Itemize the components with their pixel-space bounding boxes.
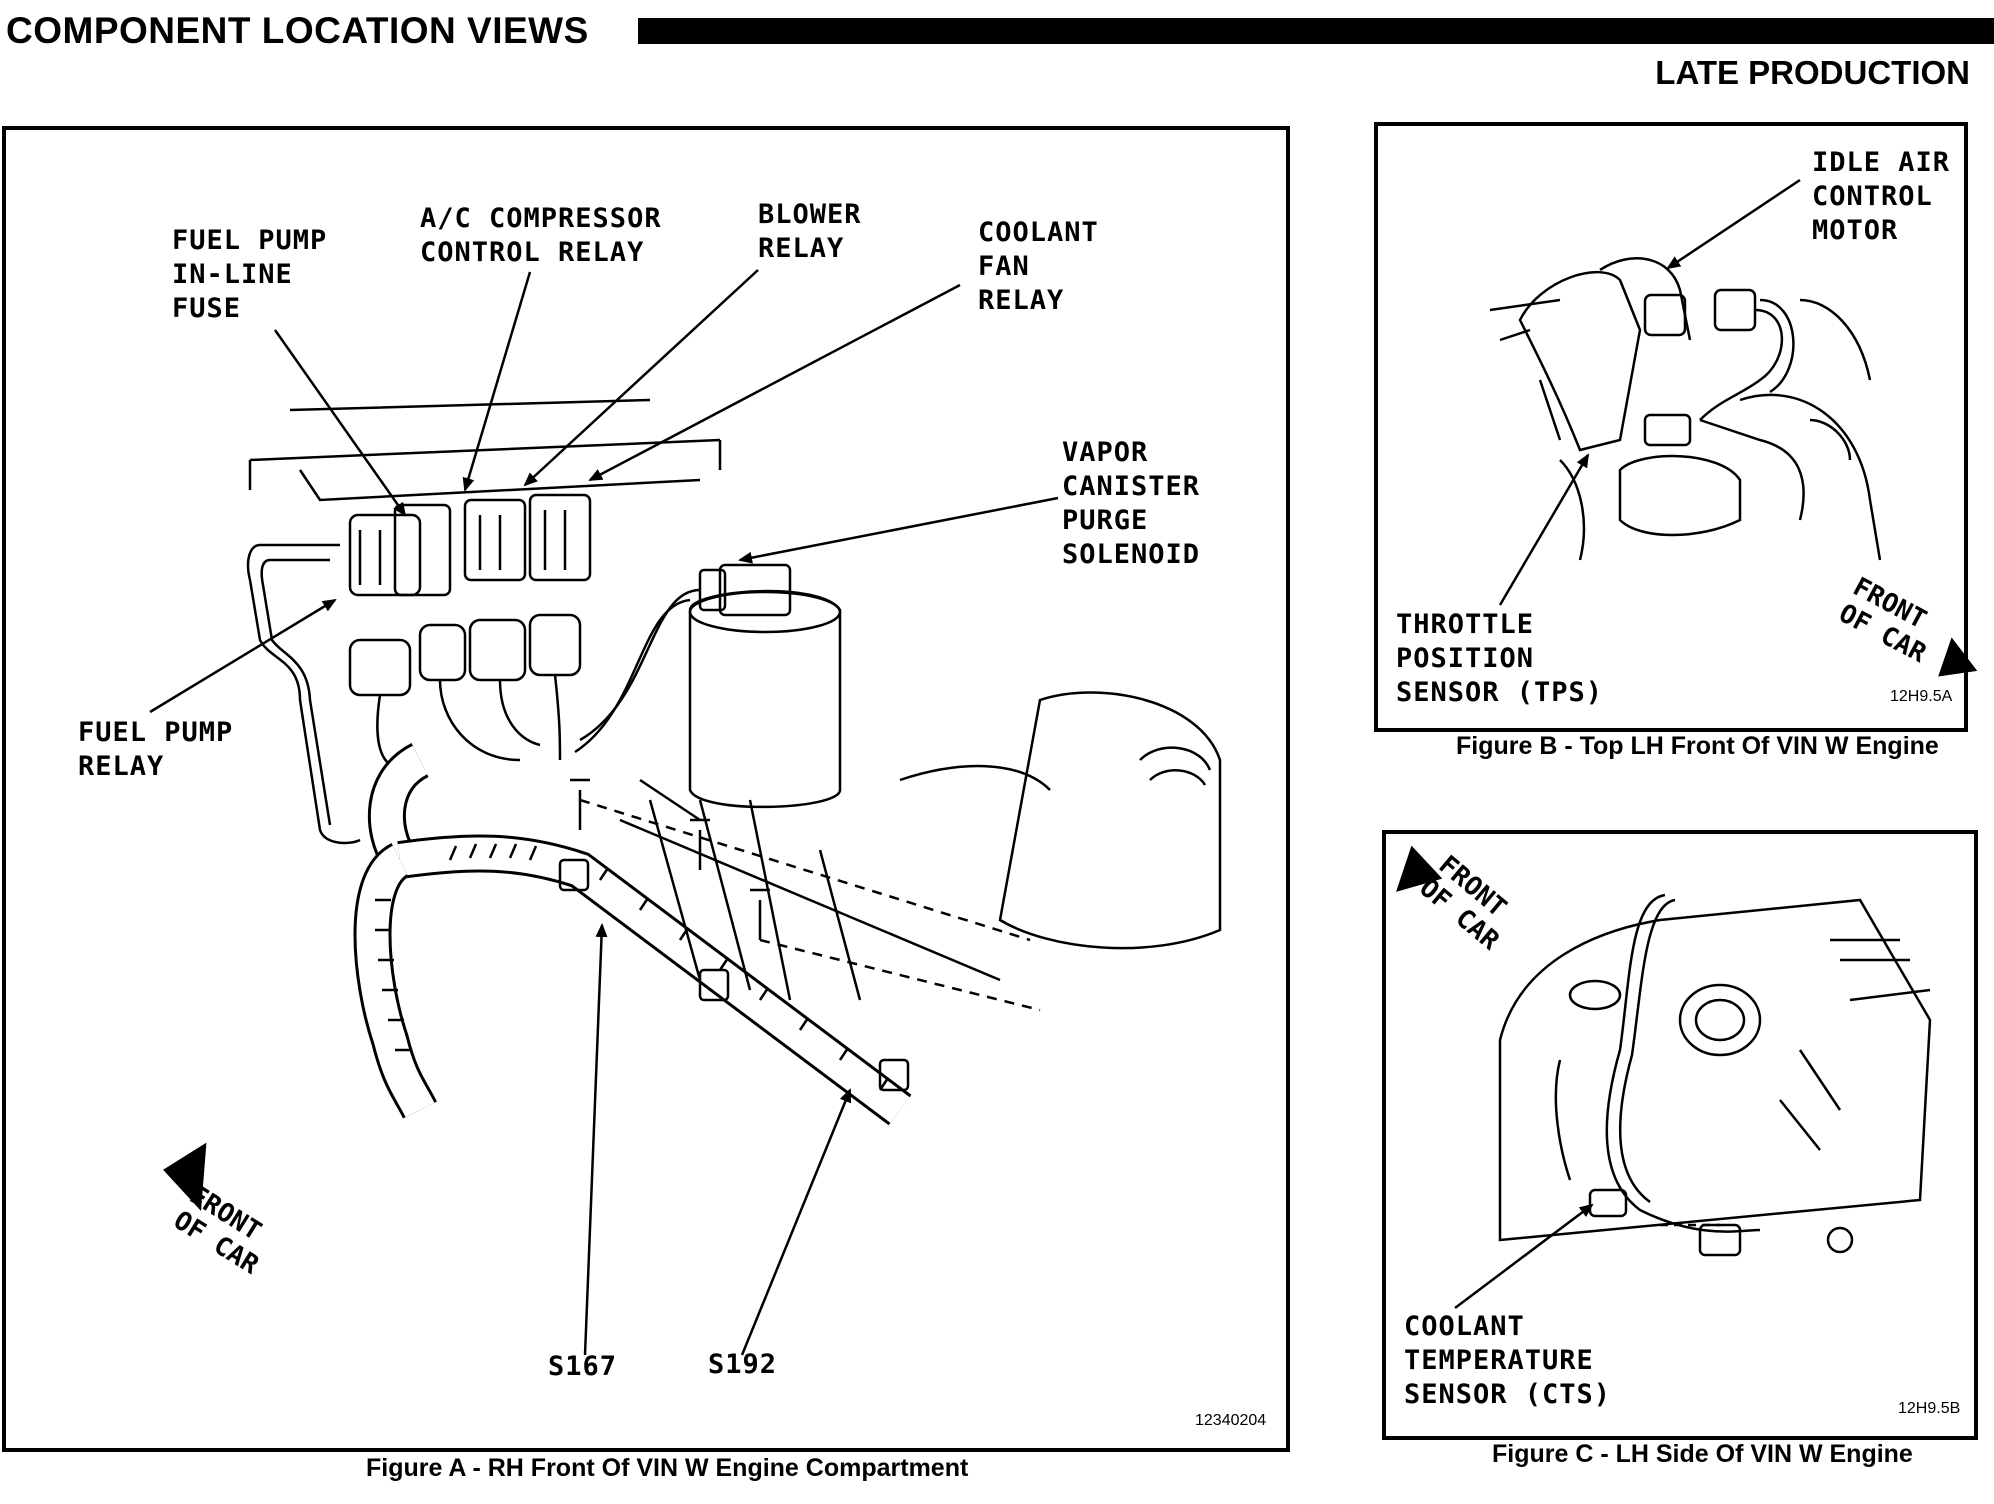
page-title: COMPONENT LOCATION VIEWS <box>6 10 589 51</box>
figure-c-drawing <box>1396 845 1932 1309</box>
page-subtitle: LATE PRODUCTION <box>1655 54 1970 91</box>
header-rule <box>638 18 1994 44</box>
figure-a-drawing <box>149 269 1222 1356</box>
figure-a-caption: Figure A - RH Front Of VIN W Engine Comp… <box>366 1454 969 1482</box>
label-idle-air-control-motor: IDLE AIR CONTROL MOTOR <box>1812 147 1951 246</box>
figure-b-code: 12H9.5A <box>1890 688 1953 705</box>
label-fuel-pump-relay: FUEL PUMP RELAY <box>78 717 234 782</box>
label-s192: S192 <box>708 1349 778 1380</box>
label-fuel-pump-fuse: FUEL PUMP IN-LINE FUSE <box>172 225 328 324</box>
label-coolant-fan-relay: COOLANT FAN RELAY <box>978 217 1099 316</box>
figure-b-drawing <box>1489 178 1978 677</box>
label-throttle-position-sensor: THROTTLE POSITION SENSOR (TPS) <box>1396 609 1604 708</box>
figure-b-panel <box>1374 122 1968 732</box>
label-blower-relay: BLOWER RELAY <box>758 199 862 264</box>
figure-a-panel <box>2 126 1290 1452</box>
label-coolant-temperature-sensor: COOLANT TEMPERATURE SENSOR (CTS) <box>1404 1311 1612 1410</box>
label-s167: S167 <box>548 1351 618 1382</box>
figure-c-caption: Figure C - LH Side Of VIN W Engine <box>1492 1440 1913 1468</box>
label-ac-compressor-relay: A/C COMPRESSOR CONTROL RELAY <box>420 203 662 268</box>
figure-c-code: 12H9.5B <box>1898 1400 1961 1417</box>
figure-b-caption: Figure B - Top LH Front Of VIN W Engine <box>1456 732 1939 760</box>
figure-a-code: 12340204 <box>1195 1412 1267 1429</box>
label-vapor-canister-purge-solenoid: VAPOR CANISTER PURGE SOLENOID <box>1062 437 1201 570</box>
